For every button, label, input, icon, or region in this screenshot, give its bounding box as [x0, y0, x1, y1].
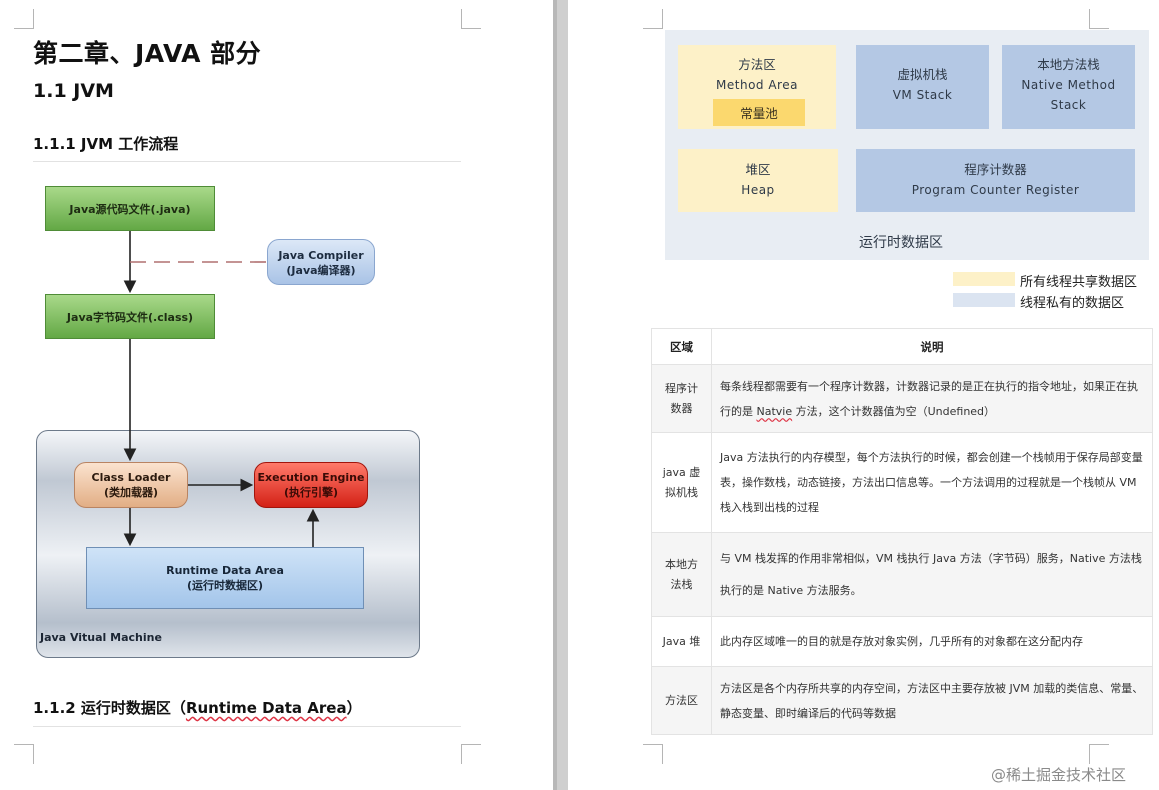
description-text: 与 VM 栈发挥的作用非常相似，VM 栈执行 Java 方法（字节码）服务，Na…	[720, 551, 1142, 597]
legend-label-private: 线程私有的数据区	[1020, 296, 1125, 311]
region-line: 方法区	[665, 693, 698, 707]
region-line: 数器	[670, 401, 693, 415]
heap-en: Heap	[741, 183, 775, 197]
vm-stack-cn: 虚拟机栈	[897, 67, 948, 82]
native-stack-en-2: Stack	[1050, 98, 1087, 112]
crop-mark-bottom-left	[14, 744, 34, 764]
region-cell: 本地方法栈	[651, 532, 712, 617]
region-line: 法栈	[670, 577, 693, 591]
native-method-stack-block: 本地方法栈 Native Method Stack	[1002, 45, 1135, 129]
crop-mark-bottom-left-right-page	[643, 744, 663, 764]
region-cell: 方法区	[651, 666, 712, 735]
legend-swatch-private	[953, 293, 1015, 307]
compiler-box: Java Compiler (Java编译器)	[267, 239, 375, 285]
description-text: Java 方法执行的内存模型，每个方法执行的时候，都会创建一个栈帧用于保存局部变…	[720, 451, 1143, 514]
legend-label-shared: 所有线程共享数据区	[1020, 275, 1138, 290]
header-region: 区域	[651, 328, 712, 365]
vm-stack-block: 虚拟机栈 VM Stack	[856, 45, 989, 129]
description-cell: 与 VM 栈发挥的作用非常相似，VM 栈执行 Java 方法（字节码）服务，Na…	[711, 532, 1153, 617]
rda-label: Runtime Data Area	[166, 564, 284, 577]
method-area-en: Method Area	[716, 78, 798, 92]
compiler-label-cn: (Java编译器)	[286, 264, 356, 277]
description-text: 方法区是各个内存所共享的内存空间，方法区中主要存放被 JVM 加载的类信息、常量…	[720, 681, 1144, 720]
region-cell: java 虚拟机栈	[651, 432, 712, 533]
constant-pool-block: 常量池	[713, 99, 805, 126]
region-line: 程序计	[665, 381, 698, 395]
region-line: 拟机栈	[665, 485, 698, 499]
description-cell: Java 方法执行的内存模型，每个方法执行的时候，都会创建一个栈帧用于保存局部变…	[711, 432, 1153, 533]
crop-mark-top-left-right-page	[643, 9, 663, 29]
subsection-title: 1.1.1 JVM 工作流程	[33, 135, 179, 153]
pc-en: Program Counter Register	[911, 183, 1080, 197]
crop-mark-bottom-right	[461, 744, 481, 764]
memory-regions-table: 区域 说明 程序计数器 每条线程都需要有一个程序计数器，计数器记录的是正在执行的…	[651, 328, 1153, 735]
native-stack-en-1: Native Method	[1021, 78, 1116, 92]
native-stack-cn: 本地方法栈	[1037, 57, 1100, 72]
class-loader-box: Class Loader (类加载器)	[74, 462, 188, 508]
region-line: Java 堆	[662, 634, 701, 648]
region-line: 本地方	[665, 557, 698, 571]
left-page	[0, 0, 553, 790]
class-loader-label-cn: (类加载器)	[103, 486, 159, 499]
section-title: 1.1 JVM	[33, 80, 114, 102]
region-cell: Java 堆	[651, 616, 712, 667]
class-loader-label: Class Loader	[91, 471, 171, 484]
description-cell: 方法区是各个内存所共享的内存空间，方法区中主要存放被 JVM 加载的类信息、常量…	[711, 666, 1153, 735]
heap-cn: 堆区	[745, 162, 771, 177]
description-cell: 此内存区域唯一的目的就是存放对象实例，几乎所有的对象都在这分配内存	[711, 616, 1153, 667]
method-area-cn: 方法区	[738, 57, 776, 72]
compiler-label: Java Compiler	[278, 249, 364, 262]
heap-block: 堆区 Heap	[678, 149, 838, 212]
legend-swatch-shared	[953, 272, 1015, 286]
header-description: 说明	[711, 328, 1153, 365]
description-text: 此内存区域唯一的目的就是存放对象实例，几乎所有的对象都在这分配内存	[720, 635, 1083, 648]
region-line: java 虚	[662, 465, 701, 479]
region-cell: 程序计数器	[651, 364, 712, 433]
table-row: 方法区 方法区是各个内存所共享的内存空间，方法区中主要存放被 JVM 加载的类信…	[651, 666, 1153, 735]
page-gutter-shadow	[553, 0, 557, 790]
jvm-workflow-diagram: Java源代码文件(.java) Java Compiler (Java编译器)…	[0, 0, 553, 790]
description-text: 每条线程都需要有一个程序计数器，计数器记录的是正在执行的指令地址，如果正在执行的…	[720, 379, 1138, 418]
watermark: @稀土掘金技术社区	[991, 766, 1127, 784]
table-row: 程序计数器 每条线程都需要有一个程序计数器，计数器记录的是正在执行的指令地址，如…	[651, 364, 1153, 433]
table-row: Java 堆 此内存区域唯一的目的就是存放对象实例，几乎所有的对象都在这分配内存	[651, 616, 1153, 667]
chapter-title: 第二章、JAVA 部分	[33, 39, 262, 68]
execution-engine-label-cn: (执行引擎)	[283, 486, 339, 499]
rda-label-cn: (运行时数据区)	[186, 579, 264, 592]
figure-caption: 运行时数据区	[859, 235, 943, 251]
description-cell: 每条线程都需要有一个程序计数器，计数器记录的是正在执行的指令地址，如果正在执行的…	[711, 364, 1153, 433]
table-header-row: 区域 说明	[651, 328, 1153, 365]
diagram-arrows	[123, 231, 320, 547]
subsection-title-runtime-data-area: 1.1.2 运行时数据区（Runtime Data Area）	[33, 697, 362, 718]
table-row: 本地方法栈 与 VM 栈发挥的作用非常相似，VM 栈执行 Java 方法（字节码…	[651, 532, 1153, 617]
pc-cn: 程序计数器	[964, 162, 1027, 177]
program-counter-block: 程序计数器 Program Counter Register	[856, 149, 1135, 212]
runtime-data-area-box: Runtime Data Area (运行时数据区)	[86, 547, 364, 609]
table-row: java 虚拟机栈 Java 方法执行的内存模型，每个方法执行的时候，都会创建一…	[651, 432, 1153, 533]
execution-engine-box: Execution Engine (执行引擎)	[254, 462, 368, 508]
crop-mark-bottom-right-right-page	[1089, 744, 1109, 764]
bytecode-file-box: Java字节码文件(.class)	[45, 294, 215, 339]
description-term: Natvie	[756, 404, 793, 418]
crop-mark-top-right-right-page	[1089, 9, 1109, 29]
subsection-term: Runtime Data Area	[185, 699, 347, 717]
vm-stack-en: VM Stack	[892, 88, 953, 102]
crop-mark-top-right	[461, 9, 481, 29]
subsection-prefix: 1.1.2 运行时数据区（	[33, 699, 186, 717]
subsection-suffix: ）	[346, 699, 362, 717]
description-text-tail: 方法，这个计数器值为空（Undefined）	[792, 404, 996, 418]
jvm-label: Java Vitual Machine	[40, 631, 162, 644]
heading-rule-2	[33, 726, 461, 727]
source-file-box: Java源代码文件(.java)	[45, 186, 215, 231]
execution-engine-label: Execution Engine	[257, 471, 365, 484]
crop-mark-top-left	[14, 9, 34, 29]
heading-rule	[33, 161, 461, 162]
